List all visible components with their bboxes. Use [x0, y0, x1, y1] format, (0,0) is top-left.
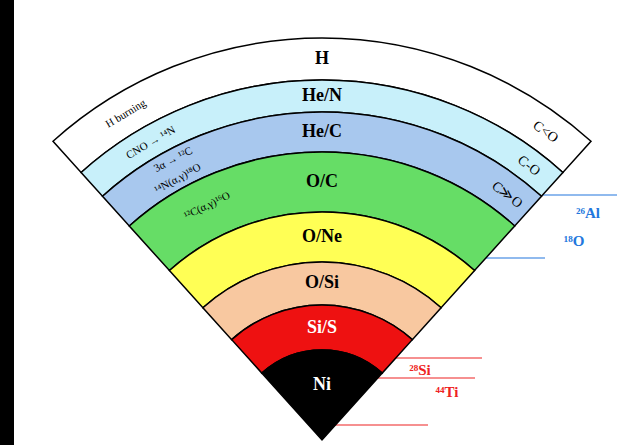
band-outline	[203, 262, 441, 340]
layer-name: Si/S	[307, 318, 337, 338]
leader-line	[486, 257, 545, 258]
layer-name: He/C	[302, 122, 342, 142]
band-outline	[262, 350, 382, 440]
shell-band: Ni	[259, 348, 385, 442]
layer-name: He/N	[302, 86, 342, 106]
edge-bar	[0, 0, 14, 445]
isotope-label: ²⁶Al	[576, 205, 600, 222]
leader-line	[543, 194, 617, 195]
isotope-label: ¹⁸O	[564, 233, 585, 250]
layer-name: O/Ne	[302, 227, 342, 247]
isotope-label: ⁴⁴Ti	[436, 384, 459, 401]
layer-name: O/Si	[305, 273, 339, 293]
leader-line	[396, 357, 482, 358]
band-shape	[259, 348, 385, 442]
layer-name: O/C	[306, 172, 338, 192]
layer-name: Ni	[313, 375, 331, 395]
isotope-label: ²⁸Si	[409, 362, 431, 379]
leader-line	[335, 424, 428, 425]
layer-name: H	[315, 49, 329, 69]
